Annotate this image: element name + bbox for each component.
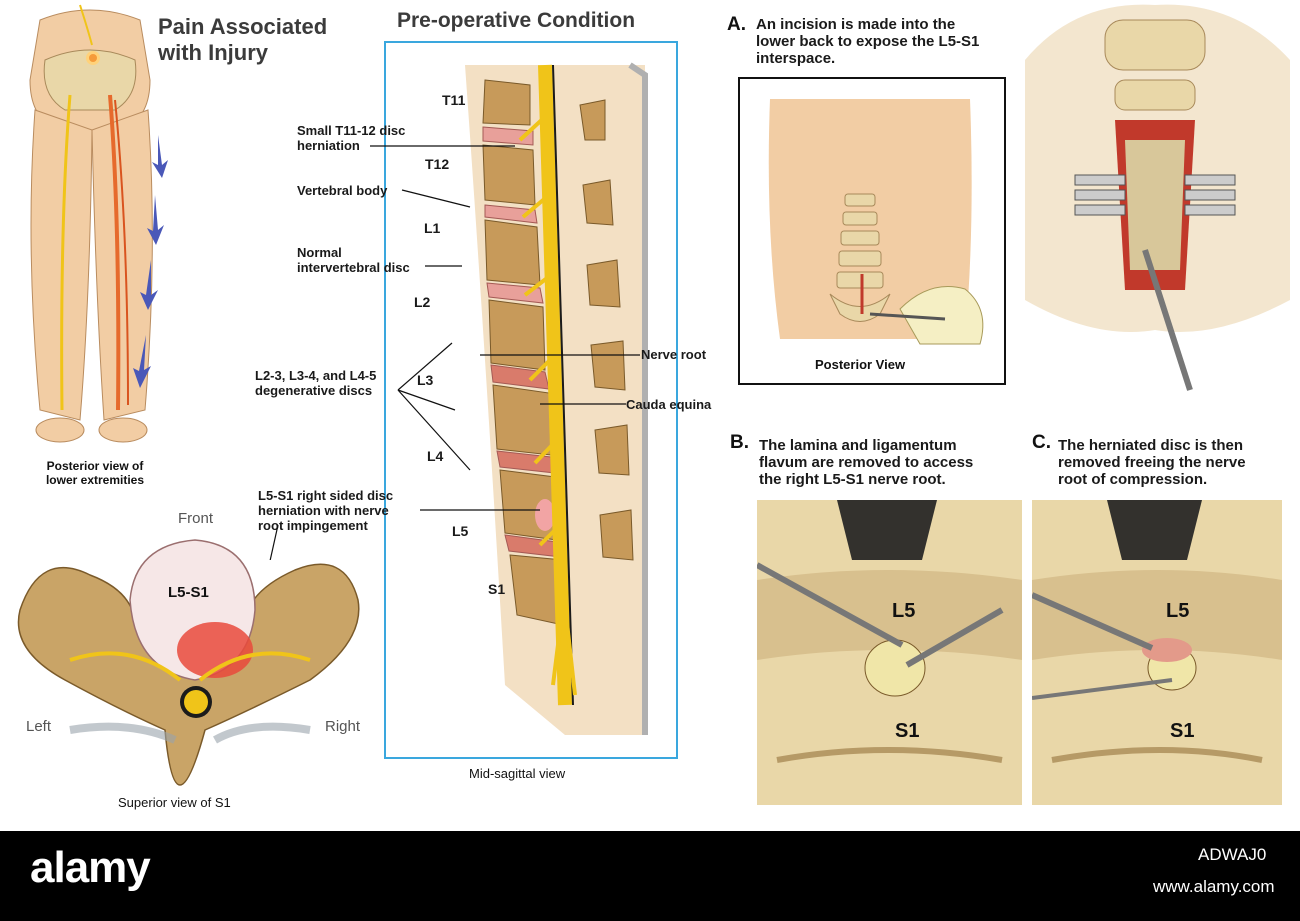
label-cauda-equina: Cauda equina (626, 397, 712, 412)
step-b-letter: B. (730, 432, 749, 453)
step-a-text: An incision is made into the (756, 16, 956, 33)
level-l5: L5 (452, 523, 469, 539)
step-c-s1-label: S1 (1170, 720, 1195, 742)
step-a-text-2: lower back to expose the L5-S1 (756, 33, 980, 50)
label-nerve-root: Nerve root (641, 347, 707, 362)
superior-s1-illustration (17, 539, 360, 786)
step-c-text: The herniated disc is then (1058, 437, 1244, 454)
step-c-text-3: root of compression. (1058, 471, 1208, 488)
label-l5s1-herniation-2: herniation with nerve (258, 503, 389, 518)
front-label: Front (178, 510, 214, 527)
label-normal-disc: Normal (297, 245, 342, 260)
laminectomy-illustration (757, 500, 1022, 805)
label-t11-herniation-2: herniation (297, 138, 360, 153)
step-b-l5-label: L5 (892, 600, 916, 622)
label-l5s1-herniation-3: root impingement (258, 518, 368, 533)
step-a-letter: A. (727, 14, 746, 35)
back-incision-illustration (768, 99, 984, 345)
legs-caption: Posterior view of (46, 459, 144, 473)
right-label: Right (325, 718, 361, 735)
leader-lines (269, 145, 640, 560)
l5s1-disc-label: L5-S1 (168, 584, 209, 601)
spine-sagittal-illustration (465, 62, 648, 735)
preop-frame (384, 41, 678, 759)
alamy-logo: alamy (30, 843, 151, 892)
level-l4: L4 (427, 448, 444, 464)
label-normal-disc-2: intervertebral disc (297, 260, 410, 275)
surgical-exposure-illustration (1025, 4, 1290, 391)
watermark-bar: alamy ADWAJ0 www.alamy.com (0, 831, 1300, 921)
superior-caption: Superior view of S1 (118, 795, 231, 810)
label-l5s1-herniation: L5-S1 right sided disc (258, 488, 394, 503)
label-vertebral-body: Vertebral body (297, 183, 388, 198)
step-b-s1-label: S1 (895, 720, 920, 742)
label-t11-herniation: Small T11-12 disc (297, 123, 406, 138)
level-t11: T11 (442, 92, 466, 108)
left-label: Left (26, 718, 52, 735)
label-degenerative-2: degenerative discs (255, 383, 373, 398)
legs-illustration (29, 4, 168, 443)
image-id: ADWAJ0 (1198, 845, 1267, 864)
step-c-letter: C. (1032, 432, 1051, 453)
step-c-l5-label: L5 (1166, 600, 1190, 622)
level-t12: T12 (425, 156, 450, 172)
level-l1: L1 (424, 220, 441, 236)
level-l3: L3 (417, 372, 434, 388)
pain-title-2: with Injury (158, 40, 268, 65)
step-b-text-2: flavum are removed to access (759, 454, 974, 471)
discectomy-illustration (1032, 500, 1282, 805)
step-c-text-2: removed freeing the nerve (1058, 454, 1246, 471)
step-b-text: The lamina and ligamentum (759, 437, 957, 454)
step-a-text-3: interspace. (756, 50, 836, 67)
pain-title: Pain Associated (158, 14, 328, 39)
level-l2: L2 (414, 294, 431, 310)
step-b-text-3: the right L5-S1 nerve root. (759, 471, 946, 488)
alamy-url: www.alamy.com (1153, 877, 1275, 896)
posterior-view-caption: Posterior View (815, 357, 906, 372)
preop-caption: Mid-sagittal view (469, 766, 566, 781)
level-s1: S1 (488, 581, 506, 597)
label-degenerative: L2-3, L3-4, and L4-5 (255, 368, 377, 383)
legs-caption-2: lower extremities (45, 473, 145, 487)
preop-title: Pre-operative Condition (397, 9, 636, 32)
